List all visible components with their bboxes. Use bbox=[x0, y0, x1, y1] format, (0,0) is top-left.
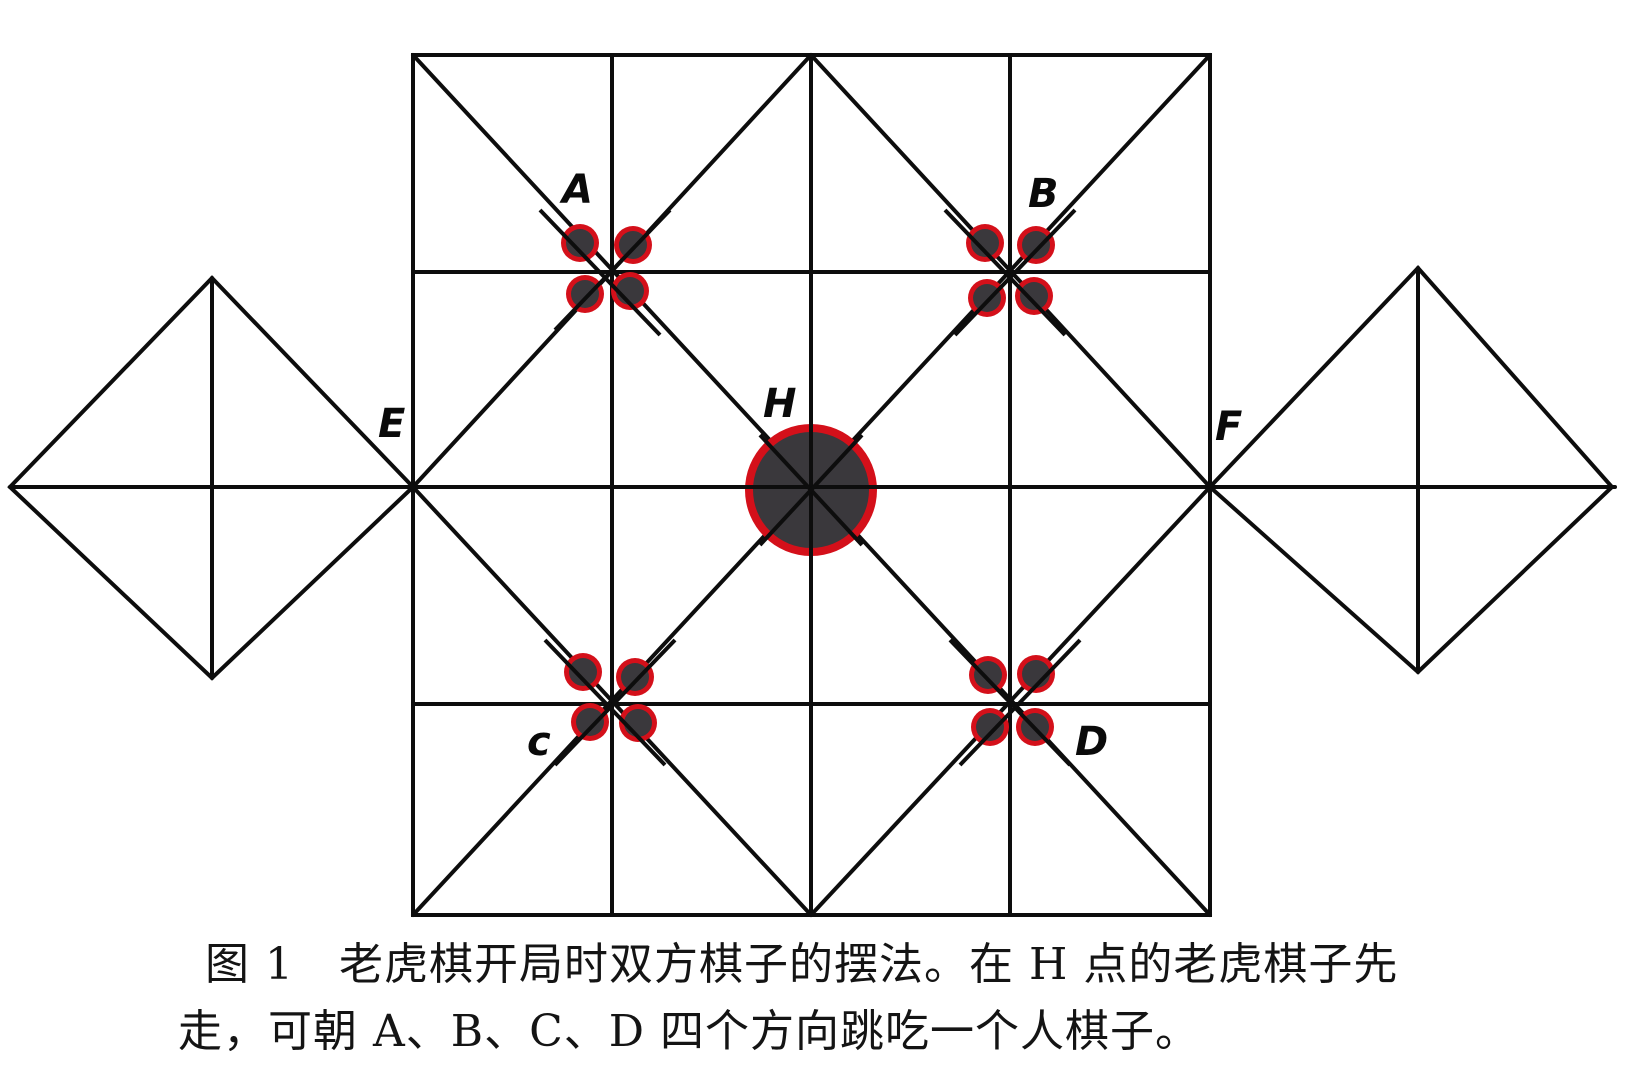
people-pieces-b bbox=[943, 208, 1077, 337]
label-f: F bbox=[1215, 404, 1242, 450]
label-a: A bbox=[559, 167, 593, 213]
label-c: c bbox=[527, 719, 551, 765]
people-pieces-a bbox=[538, 208, 672, 337]
label-b: B bbox=[1028, 171, 1059, 217]
label-e: E bbox=[378, 401, 405, 447]
people-pieces-c bbox=[543, 638, 677, 767]
label-d: D bbox=[1075, 719, 1108, 765]
figure-caption-line-1: 图 1 老虎棋开局时双方棋子的摆法。在 H 点的老虎棋子先 bbox=[205, 939, 1399, 990]
people-pieces-d bbox=[948, 638, 1082, 767]
figure-caption-line-2: 走，可朝 A、B、C、D 四个方向跳吃一个人棋子。 bbox=[178, 1006, 1201, 1057]
label-h: H bbox=[763, 381, 796, 427]
tiger-piece-h bbox=[745, 424, 877, 556]
